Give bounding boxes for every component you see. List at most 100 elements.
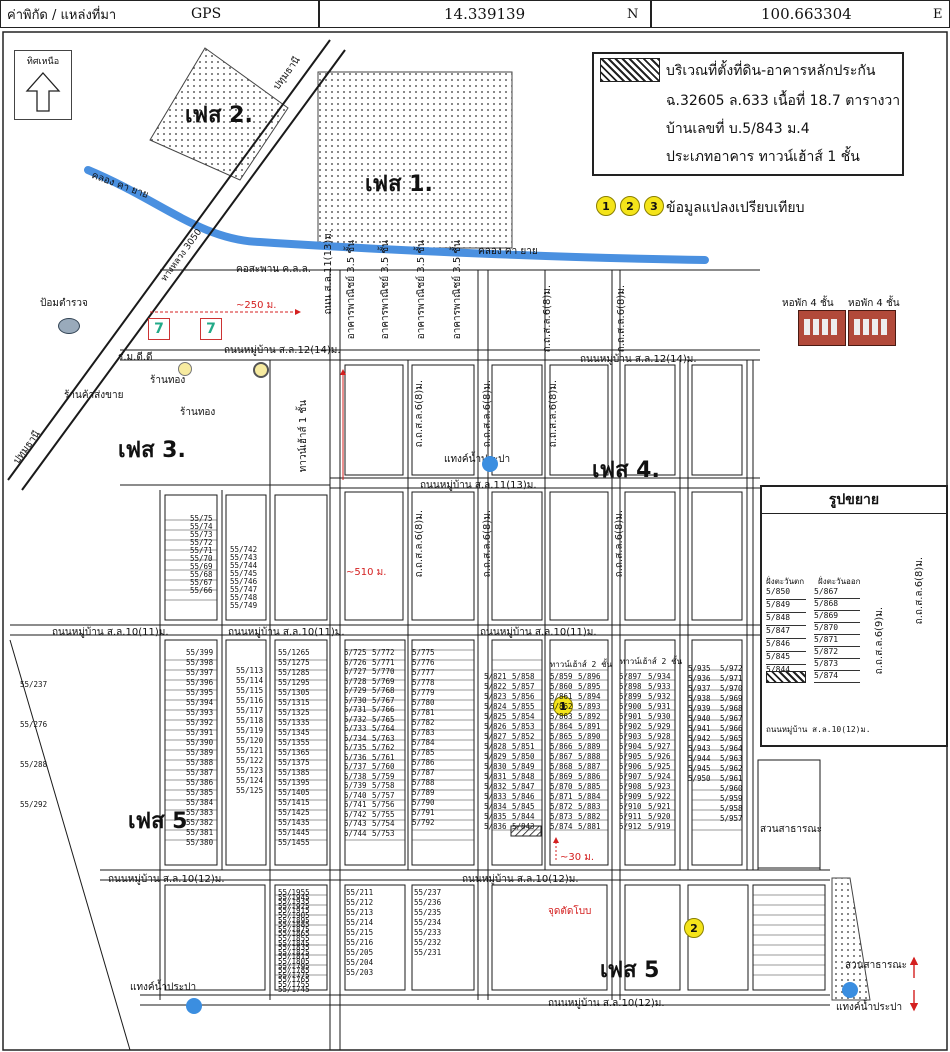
legend-house: บ้านเลขที่ บ.5/843 ม.4 xyxy=(666,121,810,137)
lot-number: 5/835 xyxy=(484,812,507,821)
north-label: ทิศเหนือ xyxy=(26,57,60,67)
road-10b-label-east: ถนนหมู่บ้าน ส.ล.10(11)ม. xyxy=(480,627,597,638)
lot-number: 5/782 xyxy=(412,718,435,727)
inset-road-right: ถ.ถ.ส.ล.6(8)ม. xyxy=(914,557,925,625)
lot-number: 5/957 xyxy=(720,814,743,823)
water-tank-icon-2 xyxy=(186,998,202,1014)
lot-number: 5/940 xyxy=(688,714,711,723)
longitude-value: 100.663304 xyxy=(761,5,852,23)
lot-number: 55/276 xyxy=(20,720,48,729)
lot-number: 5/862 xyxy=(550,702,573,711)
lot-number: 5/894 xyxy=(578,692,601,701)
inset-lot-right: 5/874 xyxy=(814,671,860,683)
canal-label-2: คลอง คา ยาย xyxy=(478,246,538,257)
legend-deed: ฉ.32605 ล.633 เนื้อที่ 18.7 ตารางวา xyxy=(666,93,901,109)
lot-number: 5/867 xyxy=(550,752,573,761)
lot-number: 5/832 xyxy=(484,782,507,791)
lot-number: 5/892 xyxy=(578,712,601,721)
lot-number: 5/736 xyxy=(344,752,367,762)
lot-number: 55/1875 xyxy=(278,924,310,934)
lot-number: 5/912 xyxy=(619,822,642,831)
water-tank-label-1: แทงค์น้ำประปา xyxy=(444,454,511,465)
lot-number: 5/779 xyxy=(412,688,435,697)
lot-number: 5/963 xyxy=(720,754,743,763)
lot-number: 55/122 xyxy=(236,756,264,765)
lot-number: 55/386 xyxy=(186,778,214,787)
lot-number: 55/1395 xyxy=(278,778,310,787)
lot-number: 5/964 xyxy=(720,744,743,753)
lot-number: 5/971 xyxy=(720,674,743,683)
lot-number: 5/863 xyxy=(550,712,573,721)
lot-number: 5/856 xyxy=(512,692,535,701)
coord-source: GPS xyxy=(191,6,222,22)
lot-number: 55/204 xyxy=(346,958,374,967)
inset-lot-left: 5/849 xyxy=(766,600,806,613)
lot-number: 5/780 xyxy=(412,698,435,707)
lot-number: 55/1825 xyxy=(278,947,310,957)
lot-number: 55/1445 xyxy=(278,828,310,837)
lot-number: 5/766 xyxy=(372,705,395,714)
lot-number: 5/734 xyxy=(344,733,367,743)
lot-number: 5/968 xyxy=(720,704,743,713)
lot-number: 5/790 xyxy=(412,798,435,807)
commercial-building-label-1: อาคารพาณิชย์ 3.5 ชั้น xyxy=(346,240,357,340)
lot-number: 55/120 xyxy=(236,736,264,745)
phase5-dotted-area xyxy=(831,877,871,1001)
lot-number: 55/125 xyxy=(236,786,264,795)
inset-subject-lot xyxy=(766,671,806,683)
lot-number: 5/850 xyxy=(512,752,535,761)
comparable-marker-2: 2 xyxy=(620,196,640,216)
coordinate-header: ค่าพิกัด / แหล่งที่มา GPS 14.339139 N 10… xyxy=(0,0,950,30)
lot-number: 55/66 xyxy=(190,586,213,595)
lot-number: 5/923 xyxy=(648,782,671,791)
lot-number: 5/889 xyxy=(578,742,601,751)
lot-number: 5/965 xyxy=(720,734,743,743)
water-tank-label-2: แทงค์น้ำประปา xyxy=(130,982,197,993)
lot-number: 55/123 xyxy=(236,766,264,775)
lot-number: 5/824 xyxy=(484,702,507,711)
lot-number: 5/846 xyxy=(512,792,535,801)
lot-number: 5/758 xyxy=(372,781,395,790)
lot-number: 5/829 xyxy=(484,752,507,761)
water-tank-icon-3 xyxy=(842,982,858,998)
lot-number: 5/930 xyxy=(648,712,671,721)
lot-number: 55/747 xyxy=(230,585,258,594)
lot-number: 55/387 xyxy=(186,768,214,777)
lot-number: 5/775 xyxy=(412,648,435,657)
lot-number: 55/116 xyxy=(236,696,264,705)
lot-number: 5/785 xyxy=(412,748,435,757)
dorm-building-icon xyxy=(798,310,846,346)
sub-road-label-6: ถ.ถ.ส.ล.6(8)ม. xyxy=(414,380,425,448)
lot-number: 55/1305 xyxy=(278,688,310,697)
lot-number: 55/397 xyxy=(186,668,214,677)
lot-number: 5/902 xyxy=(619,722,642,731)
lot-number: 5/770 xyxy=(372,667,395,676)
lot-number: 55/394 xyxy=(186,698,214,707)
lot-number: 5/743 xyxy=(344,819,367,828)
lot-number: 5/938 xyxy=(688,694,711,703)
lot-number: 55/1275 xyxy=(278,658,310,667)
inset-lot-left: 5/846 xyxy=(766,639,806,652)
lot-number: 5/890 xyxy=(578,732,601,741)
lot-number: 5/967 xyxy=(720,714,743,723)
lot-number: 5/739 xyxy=(344,781,367,790)
sub-road-label-5: ถ.ถ.ส.ล.6(8)ม. xyxy=(614,510,625,578)
lot-number: 5/759 xyxy=(372,771,395,781)
lot-number: 5/733 xyxy=(344,724,367,733)
lot-number: 5/754 xyxy=(372,819,395,828)
lot-number: 5/888 xyxy=(578,752,601,761)
lot-number: 55/1385 xyxy=(278,768,310,777)
lot-number: 5/925 xyxy=(648,762,671,771)
lot-number: 55/234 xyxy=(414,918,442,927)
lot-number: 55/1365 xyxy=(278,748,310,757)
lot-number: 5/861 xyxy=(550,692,573,701)
lot-number: 55/1335 xyxy=(278,718,310,727)
lot-number: 5/781 xyxy=(412,708,435,717)
lot-number: 5/852 xyxy=(512,732,535,741)
comparable-2-on-map: 2 xyxy=(684,918,704,938)
police-label: ป้อมตำรวจ xyxy=(40,298,88,309)
lot-number: 5/760 xyxy=(372,762,395,771)
lot-number: 5/944 xyxy=(688,754,711,763)
lot-number: 55/380 xyxy=(186,838,214,847)
lot-number: 55/383 xyxy=(186,808,214,817)
